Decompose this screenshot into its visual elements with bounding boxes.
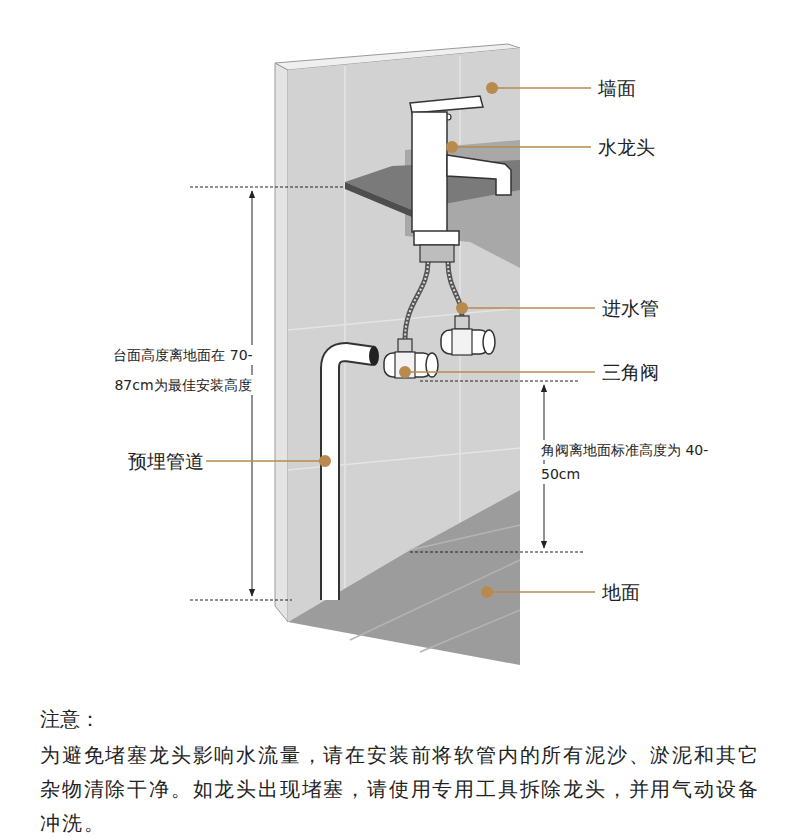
- drawing-part: [462, 307, 595, 308]
- drawing-part: [455, 316, 469, 329]
- drawing-part: [481, 586, 493, 598]
- drawing-part: [395, 352, 415, 378]
- drawing-part: [384, 353, 432, 377]
- drawing-part: [420, 610, 520, 652]
- drawing-part: [350, 560, 520, 640]
- drawing-part: [420, 245, 454, 262]
- drawing-part: [410, 96, 483, 113]
- drawing-part: [410, 525, 520, 550]
- drawing-part: [486, 82, 498, 94]
- drawing-part: [441, 330, 489, 354]
- drawing-part: [330, 352, 374, 600]
- drawing-part: [492, 87, 591, 88]
- part-label: 地面: [602, 579, 722, 605]
- drawing-part: [420, 381, 580, 382]
- drawing-part: [405, 262, 428, 340]
- drawing-part: [398, 339, 412, 352]
- part-label: 进水管: [602, 295, 722, 321]
- part-label: 墙面: [598, 75, 718, 101]
- leader-lines: [206, 82, 595, 598]
- drawing-part: [410, 552, 585, 553]
- drawing-part: [405, 371, 595, 372]
- note-text: 为避免堵塞龙头影响水流量，请在安装前将软管内的所有泥沙、淤泥和其它杂物清除干净。…: [40, 738, 762, 839]
- part-label: 水龙头: [598, 134, 718, 160]
- drawing-part: [487, 591, 595, 592]
- drawing-part: [206, 460, 325, 461]
- drawing-part: [483, 330, 495, 354]
- drawing-part: [275, 63, 288, 622]
- drawing-part: [319, 455, 331, 467]
- note-heading: 注意：: [40, 704, 240, 734]
- drawing-part: [459, 56, 461, 522]
- drawing-part: [330, 352, 374, 600]
- label-patch: 角阀离地面标准高度为 40-50cm: [538, 440, 711, 484]
- label-patch: 台面高度离地面在 70-87cm为最佳安装高度: [110, 345, 255, 395]
- drawing-part: [447, 155, 511, 195]
- part-label: 预埋管道: [100, 448, 204, 474]
- drawing-part: [452, 329, 472, 355]
- drawing-part: [405, 262, 428, 340]
- drawing-part: [345, 182, 412, 217]
- drawing-part: [412, 112, 447, 232]
- drawing-part: [456, 302, 468, 314]
- drawing-part: [414, 231, 459, 245]
- drawing-part: [452, 146, 591, 147]
- drawing-part: [399, 366, 411, 378]
- drawing-part: [369, 346, 379, 366]
- dimension-note: 角阀离地面标准高度为 40-50cm: [538, 438, 728, 486]
- drawing-part: [426, 353, 438, 377]
- angle-valves: [384, 329, 495, 378]
- drawing-part: [190, 600, 292, 601]
- faucet: [410, 96, 511, 262]
- drawing-part: [190, 187, 345, 188]
- drawing-part: [344, 66, 346, 588]
- drawing-part: [446, 141, 458, 153]
- embedded-pipe: [330, 346, 379, 600]
- part-label: 三角阀: [602, 359, 722, 385]
- dimension-note: 台面高度离地面在 70-87cm为最佳安装高度: [84, 340, 282, 400]
